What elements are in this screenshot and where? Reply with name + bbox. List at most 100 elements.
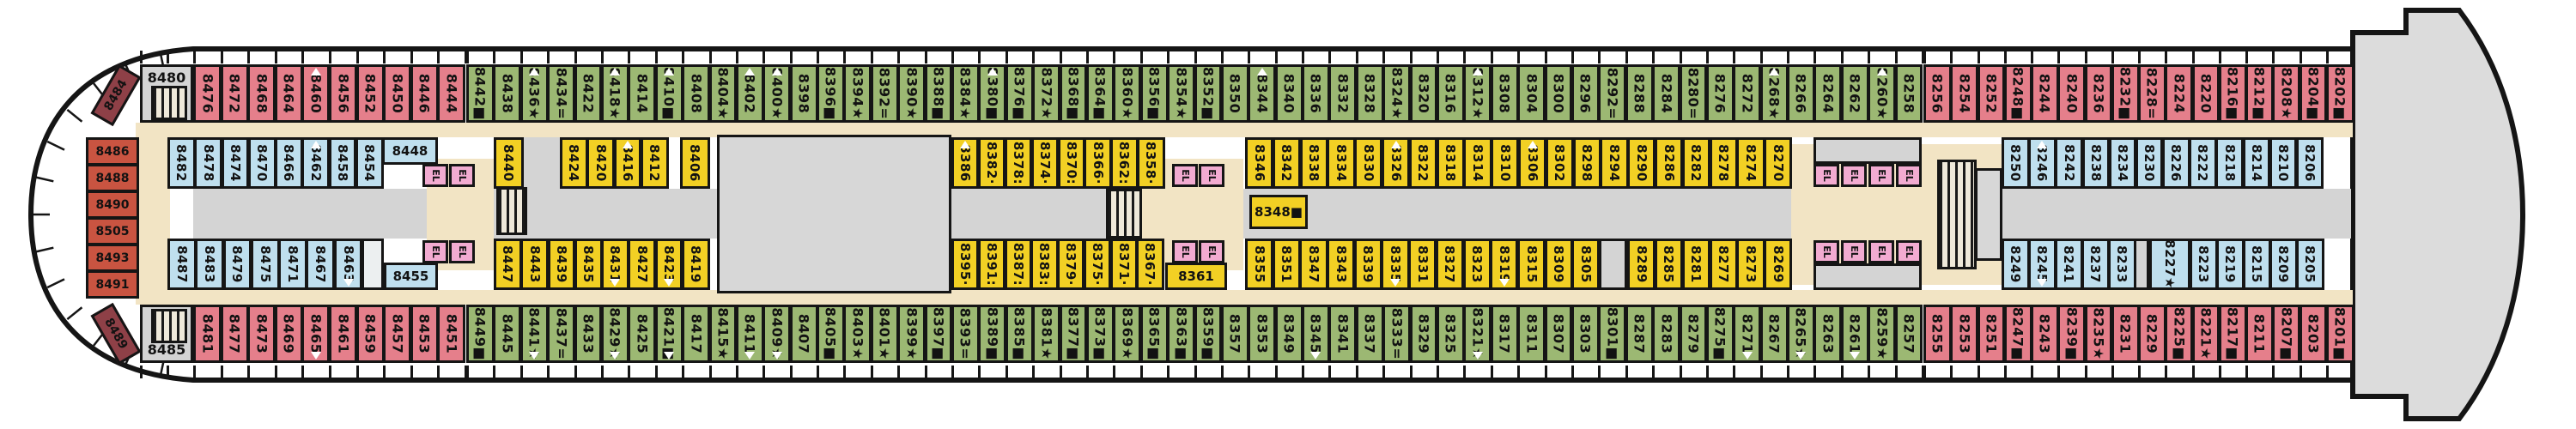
cabin-number: 8489 [101,316,131,352]
cabin-number: 8301■ [1604,306,1621,361]
cabin-8346: 8346 [1245,137,1274,189]
balcony-tick [2084,51,2087,63]
balcony-tick [493,366,496,378]
cabin-8308: 8308 [1490,64,1519,123]
balcony-tick [193,51,196,63]
elevator: EL [422,240,448,263]
cabin-8348: 8348■ [1249,195,1308,229]
balcony-tick [1274,51,1278,63]
cabin-8369: 8369★ [1113,305,1142,363]
cabin-number: 8388■ [930,66,947,121]
balcony-tick [1032,51,1036,63]
cabin-number: 8258 [1900,73,1917,114]
cabin-number: 8355 [1251,245,1267,283]
balcony-tick [1517,366,1521,378]
balcony-tick [1598,51,1601,63]
cabin-number: 8458 [334,144,350,182]
cabin-number: 8473 [253,313,270,354]
cabin-number: 8482 [173,144,190,182]
cabin-number: 8328 [1361,73,1378,114]
cabin-number: 8379· [1063,243,1079,286]
balcony-tick [1463,366,1467,378]
cabin-8211: 8211 [2245,305,2274,363]
cabin-8361: 8361 [1165,263,1227,290]
cabin-number: 8431 [607,245,623,283]
cabin-number: 8481 [199,313,216,354]
cabin-8229: 8229 [2138,305,2166,363]
elevator: EL [1896,240,1922,263]
cabin-number: 8216■ [2224,66,2241,121]
cabin-number: 8270 [1770,144,1786,182]
balcony-tick [2057,51,2061,63]
cabin-8435: 8435 [574,239,603,290]
cabin-number: 8417 [688,313,705,354]
balcony-tick [383,51,386,63]
cabin-number: 8240 [2063,73,2081,114]
cabin-number: 8450 [389,73,406,114]
cabin-number: 8244 [2036,73,2053,114]
elevator-label: EL [1206,245,1218,258]
connecting-triangle-icon [1527,141,1538,148]
balcony-tick [1544,366,1547,378]
cabin-8452: 8452 [355,64,385,123]
cabin-8239: 8239■ [2057,305,2086,363]
cabin-number: 8407 [795,313,812,354]
balcony-tick [2353,51,2355,63]
connecting-triangle-icon [1390,141,1401,148]
cabin-8434: 8434= [547,64,576,123]
cabin-number: 8478 [200,144,216,182]
cabin-8412: 8412 [640,137,669,189]
cabin-number: 8269 [1770,245,1786,283]
cabin-number: 8296 [1577,73,1594,114]
cabin-number: 8457 [389,313,406,354]
balcony-tick [2111,51,2114,63]
cabin-8390: 8390★ [897,64,927,123]
balcony-tick [2057,366,2061,378]
balcony-tick [1355,366,1358,378]
balcony-tick [1652,51,1656,63]
cabin-number: 8300 [1550,73,1567,114]
cabin-8343: 8343 [1327,239,1356,290]
elevator: EL [1814,240,1839,263]
cabin-8379: 8379· [1057,239,1085,290]
cabin-8256: 8256 [1923,64,1952,123]
cabin-8214: 8214 [2242,137,2271,189]
cabin-number: 8425 [634,313,651,354]
cabin-8352: 8352■ [1194,64,1223,123]
balcony-tick [735,51,738,63]
cabin-8266: 8266 [1787,64,1815,123]
cabin-number: 8203 [2305,313,2322,354]
fwd-landing [1975,168,2002,261]
cabin-8335: 8335 [1381,239,1410,290]
cabin-8356: 8356■ [1139,64,1169,123]
connecting-triangle-icon [529,68,540,76]
cabin-8478: 8478 [194,137,222,189]
balcony-tick [600,51,604,63]
elevator: EL [1172,164,1198,187]
cabin-number: 8221★ [2197,307,2215,360]
balcony-tick [654,366,658,378]
cabin-8314: 8314 [1463,137,1492,189]
cabin-8444: 8444 [437,64,466,123]
cabin-number: 8303 [1577,313,1594,354]
cabin-number: 8298 [1579,144,1595,182]
cabin-number: 8238 [2087,144,2104,182]
cabin-number: 8334 [1334,144,1350,182]
cabin-8362: 8362: [1110,137,1139,189]
cabin-number: 8228= [2143,67,2160,120]
cabin-8424: 8424 [560,137,588,189]
cabin-8250: 8250 [2002,137,2030,189]
cabin-8296: 8296 [1571,64,1600,123]
connecting-triangle-icon [529,352,540,360]
cabin-number: 8356■ [1145,66,1163,121]
balcony-tick [1814,366,1817,378]
cabin-number: 8239■ [2063,306,2081,361]
cabin-8330: 8330 [1354,137,1383,189]
balcony-tick [547,51,550,63]
balcony-tick [870,366,873,378]
cabin-number: 8463 [340,245,356,283]
cabin-number: 8434= [553,67,570,120]
balcony-tick [1490,366,1493,378]
cabin-8353: 8353 [1248,305,1277,363]
cabin-number: 8399★ [903,307,920,360]
